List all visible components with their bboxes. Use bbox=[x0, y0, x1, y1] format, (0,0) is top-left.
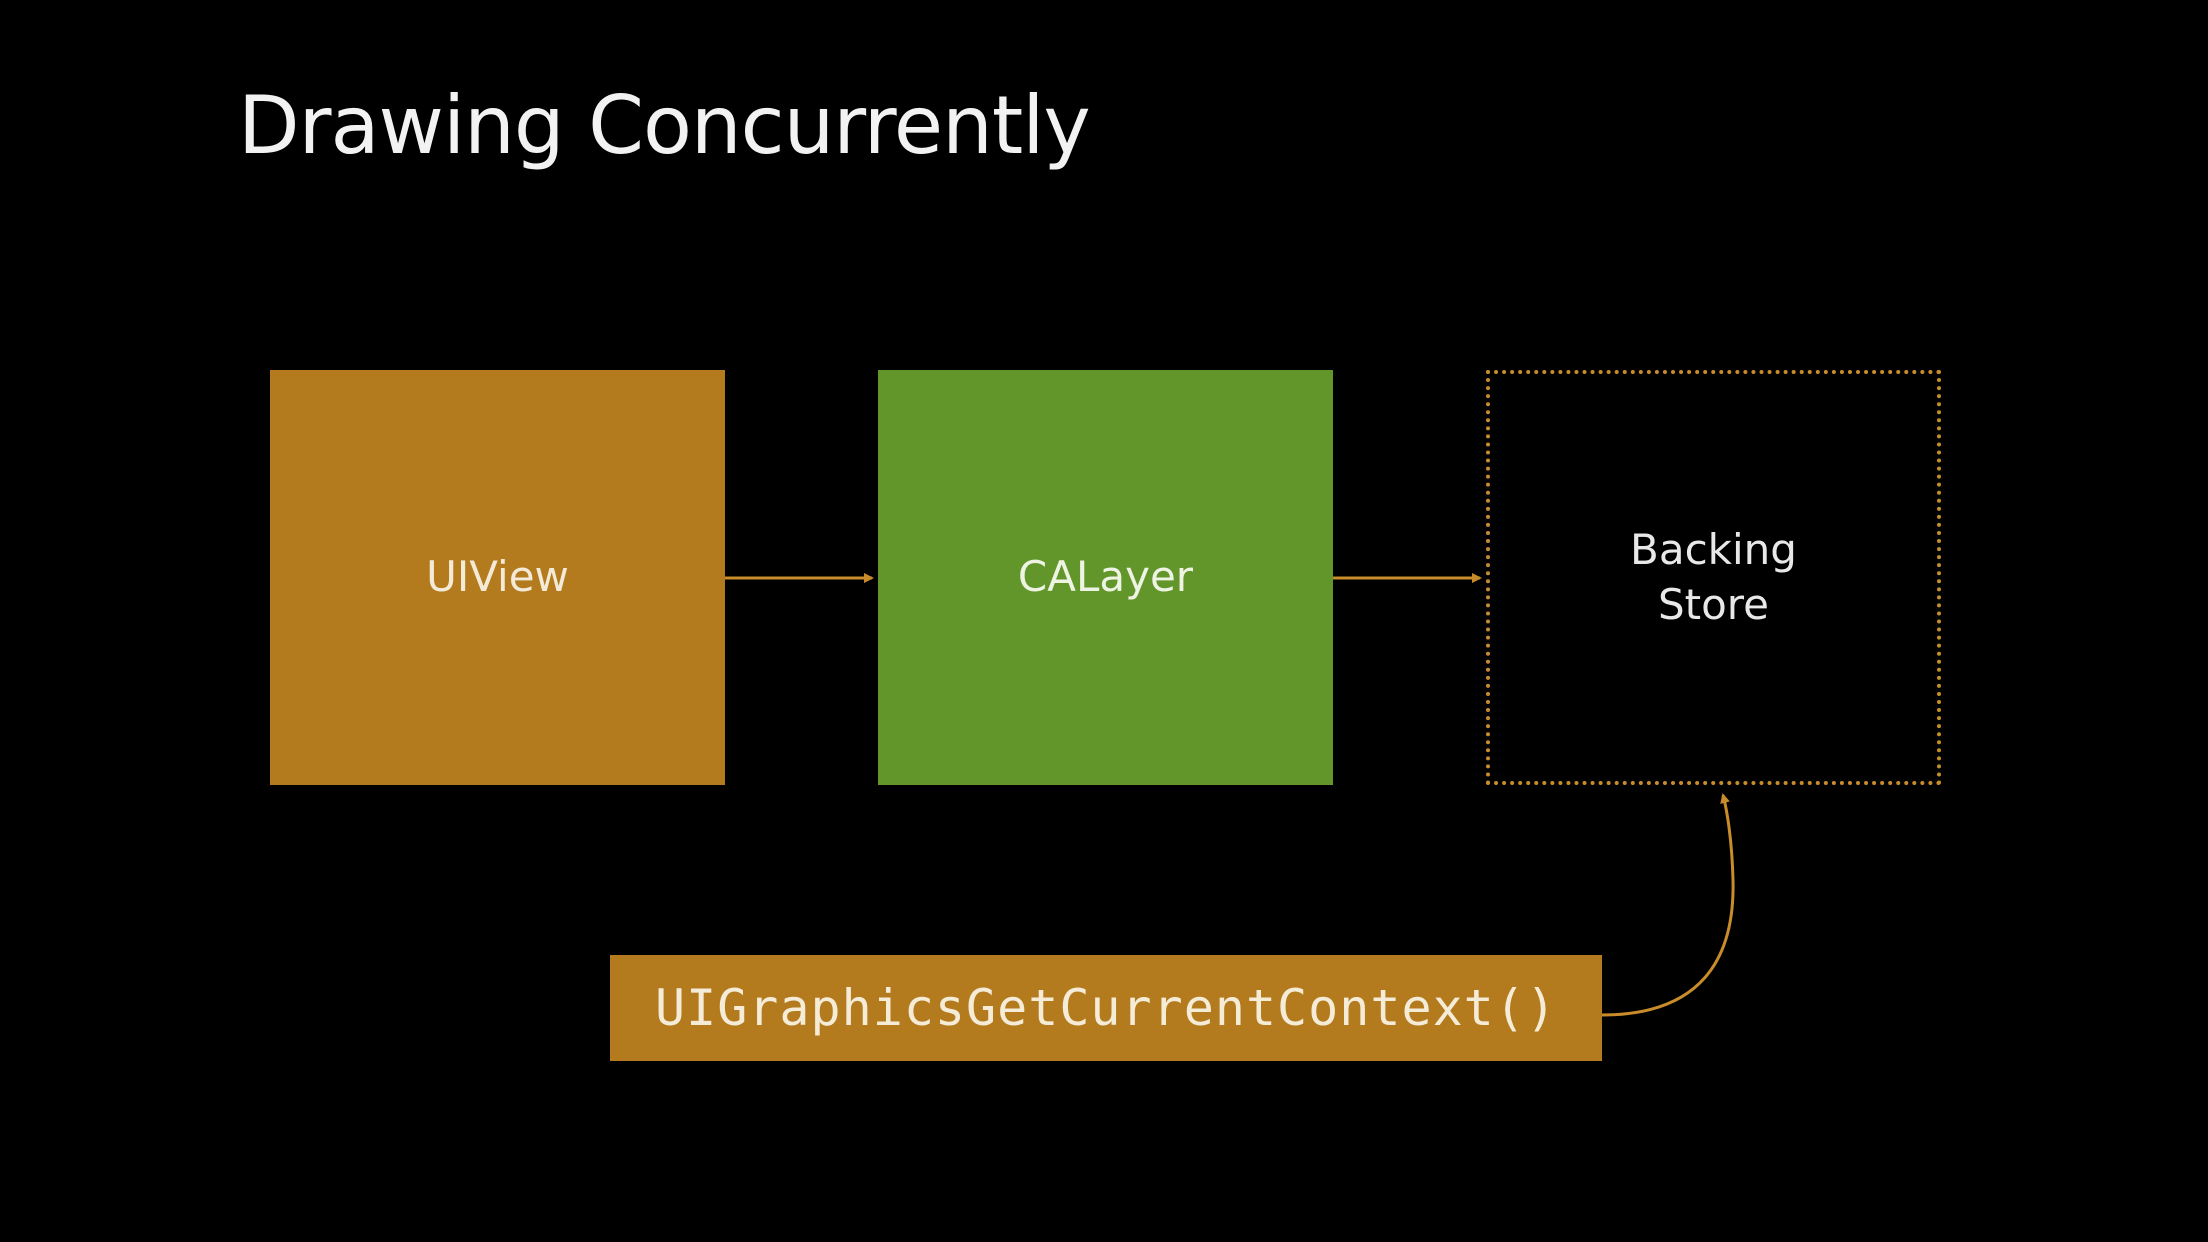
backing-store-box: Backing Store bbox=[1486, 370, 1941, 785]
graphics-context-label: UIGraphicsGetCurrentContext() bbox=[655, 979, 1557, 1037]
uiview-box: UIView bbox=[270, 370, 725, 785]
backing-store-label-line2: Store bbox=[1657, 579, 1769, 629]
calayer-box: CALayer bbox=[878, 370, 1333, 785]
calayer-label: CALayer bbox=[1017, 552, 1194, 602]
uiview-label: UIView bbox=[426, 552, 569, 602]
slide-title: Drawing Concurrently bbox=[238, 79, 1091, 172]
arrow-context-to-backing-store bbox=[1601, 793, 1735, 1017]
graphics-context-box: UIGraphicsGetCurrentContext() bbox=[610, 955, 1602, 1061]
backing-store-label-line1: Backing bbox=[1630, 524, 1797, 574]
backing-store-label: Backing Store bbox=[1630, 523, 1797, 632]
